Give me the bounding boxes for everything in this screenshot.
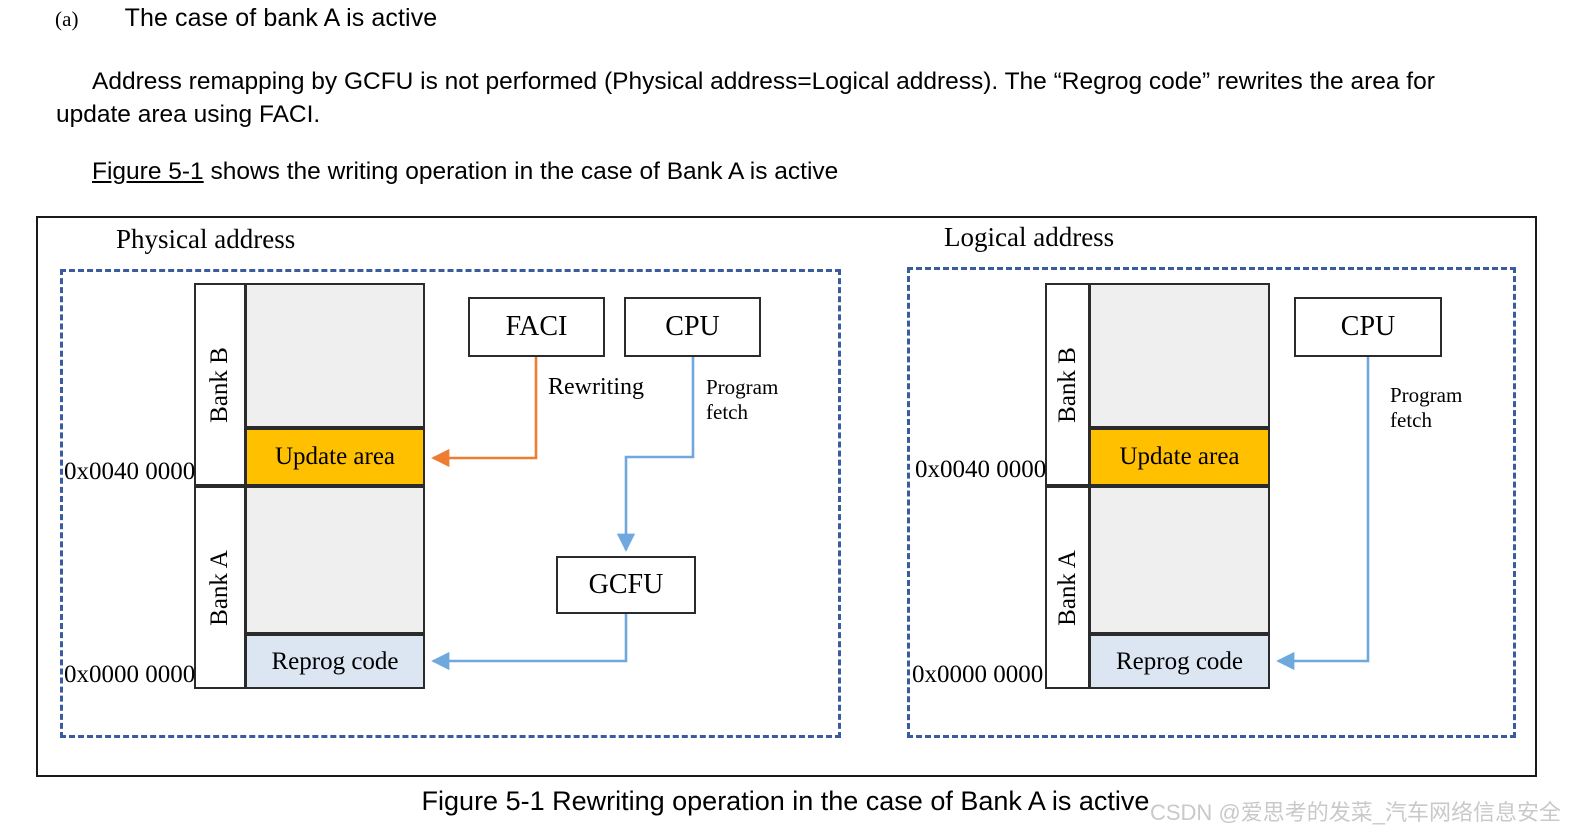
panel-title-physical: Physical address	[116, 224, 296, 254]
address-label-0x00400000-logical: 0x0040 0000	[915, 456, 1047, 483]
bank-label-a-logical: Bank A	[1045, 486, 1090, 689]
bank-b-text-physical: Bank B	[206, 346, 234, 423]
connector-label-rewriting: Rewriting	[548, 374, 644, 400]
figure-5-1-link[interactable]: Figure 5-1	[92, 158, 204, 185]
address-label-0x00000000-logical: 0x0000 0000	[912, 661, 1044, 688]
dashed-region-physical	[60, 269, 841, 738]
memory-block-empty-banka-logical	[1089, 486, 1270, 634]
paragraph-address-remapping: Address remapping by GCFU is not perform…	[56, 66, 1496, 132]
memory-block-empty-banka-physical	[245, 486, 425, 634]
memory-block-update-area-logical: Update area	[1089, 428, 1270, 486]
figure-caption: Figure 5-1 Rewriting operation in the ca…	[421, 786, 1150, 816]
figure-reference-text: shows the writing operation in the case …	[203, 158, 839, 185]
unit-box-faci[interactable]: FACI	[468, 297, 605, 357]
section-marker: (a)	[55, 7, 79, 31]
paragraph-figure-reference: Figure 5-1 shows the writing operation i…	[56, 156, 1496, 189]
watermark: CSDN @爱思考的发菜_汽车网络信息安全	[1149, 800, 1561, 825]
unit-box-gcfu[interactable]: GCFU	[556, 556, 696, 614]
dashed-region-logical	[907, 267, 1516, 738]
memory-block-reprog-code-physical: Reprog code	[245, 634, 425, 689]
unit-box-cpu-logical[interactable]: CPU	[1294, 297, 1442, 357]
section-heading: (a) The case of bank A is active	[55, 4, 437, 33]
bank-label-b-logical: Bank B	[1045, 283, 1090, 486]
bank-a-text-physical: Bank A	[206, 549, 234, 626]
address-label-0x00000000-physical: 0x0000 0000	[64, 661, 196, 688]
memory-block-reprog-code-logical: Reprog code	[1089, 634, 1270, 689]
panel-title-logical: Logical address	[944, 222, 1115, 252]
memory-block-empty-bankb-physical	[245, 283, 425, 428]
unit-box-cpu-physical[interactable]: CPU	[624, 297, 761, 357]
bank-a-text-logical: Bank A	[1053, 549, 1081, 626]
bank-b-text-logical: Bank B	[1053, 346, 1081, 423]
memory-block-update-area-physical: Update area	[245, 428, 425, 486]
connector-label-program-fetch-logical: Program fetch	[1390, 383, 1463, 432]
memory-block-empty-bankb-logical	[1089, 283, 1270, 428]
paragraph-remap-text: Address remapping by GCFU is not perform…	[56, 68, 1435, 128]
address-label-0x00400000-physical: 0x0040 0000	[64, 458, 196, 485]
bank-label-a-physical: Bank A	[194, 486, 246, 689]
bank-label-b-physical: Bank B	[194, 283, 246, 486]
section-title: The case of bank A is active	[124, 4, 438, 32]
connector-label-program-fetch-physical: Program fetch	[706, 375, 779, 424]
